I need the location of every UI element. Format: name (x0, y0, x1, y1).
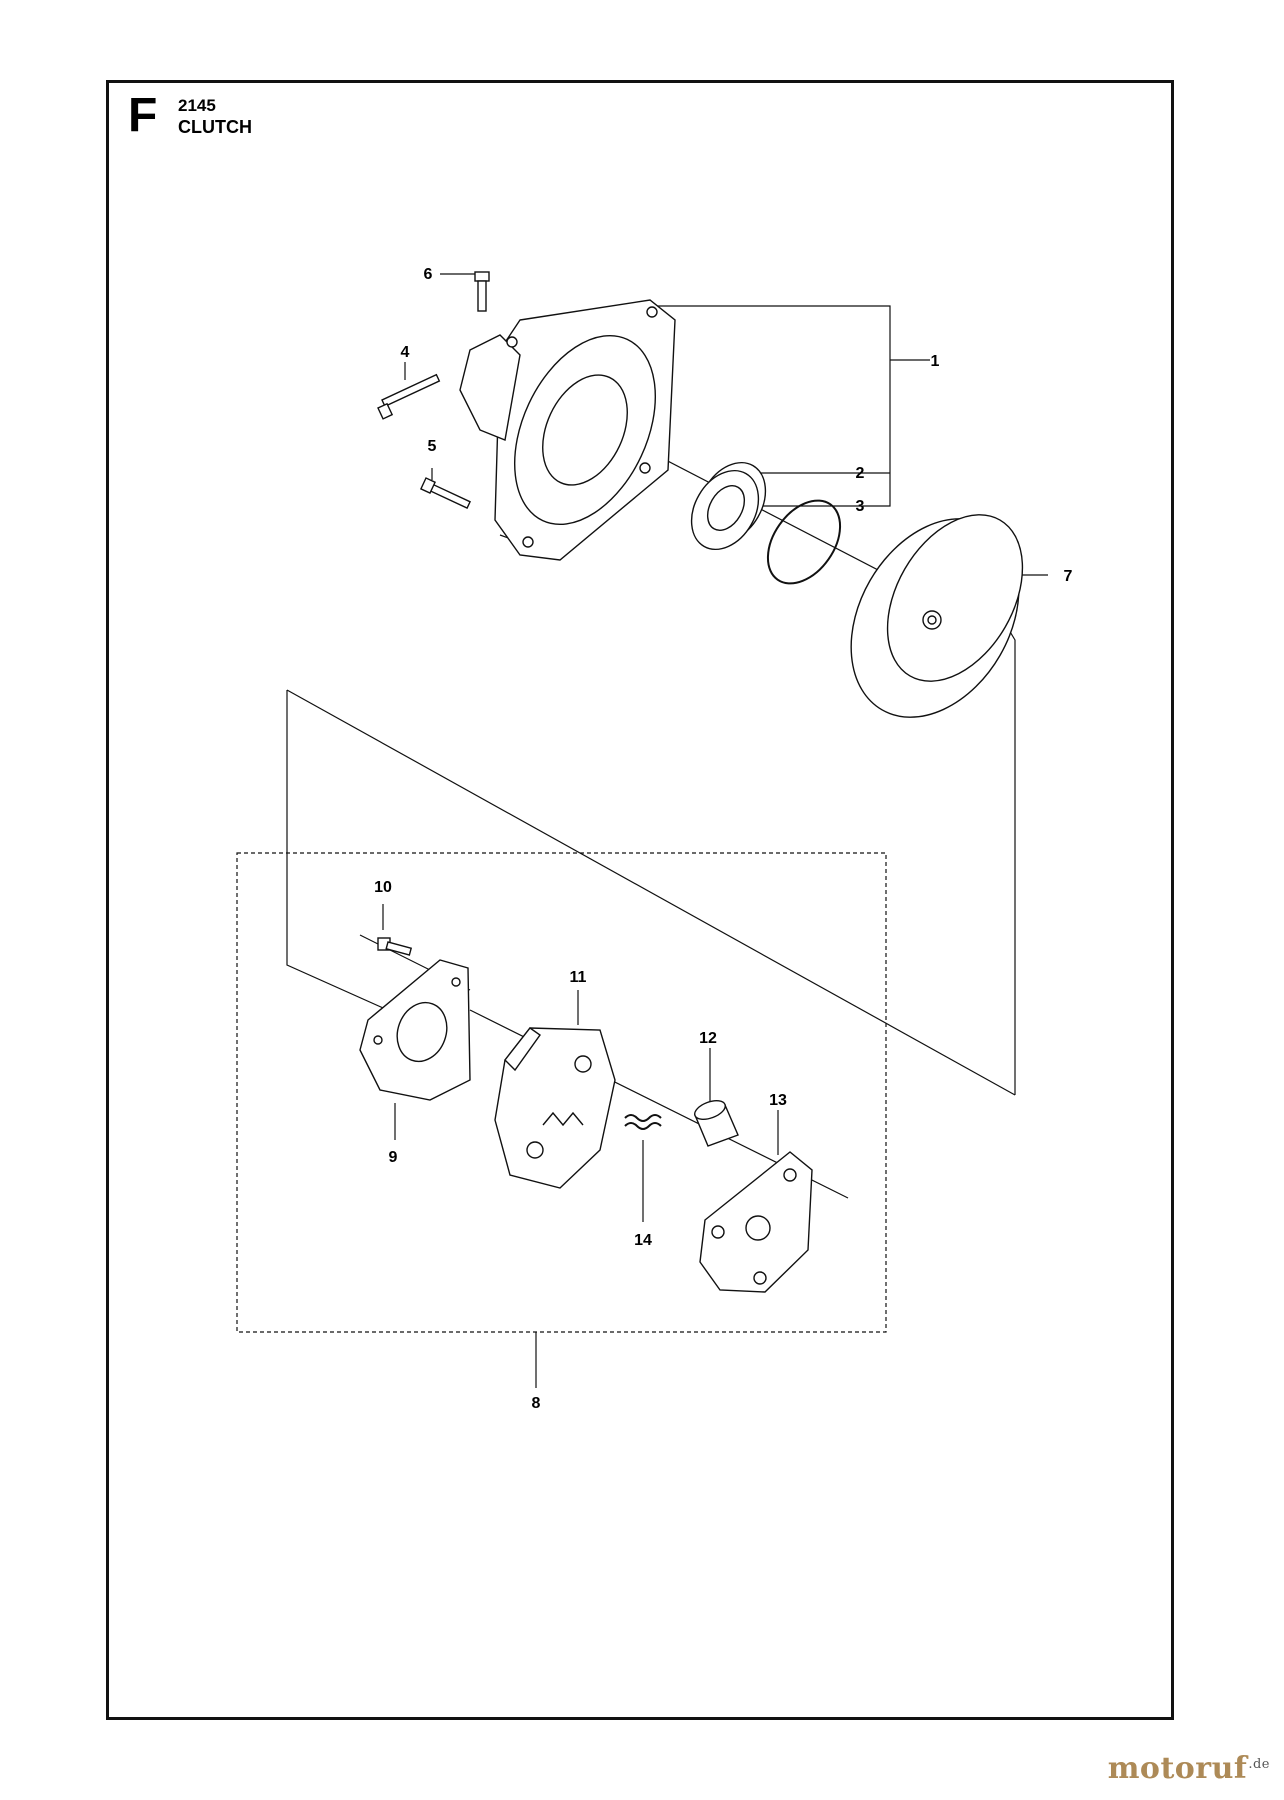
bearing-part (690, 461, 767, 551)
part-label-6: 6 (424, 266, 433, 283)
diagram-title: CLUTCH (178, 117, 252, 137)
part-label-8: 8 (532, 1395, 541, 1412)
clutch-shoe-part (494, 1027, 616, 1189)
part-label-3: 3 (856, 498, 865, 515)
bolt-part-10 (377, 937, 413, 956)
screw-part-5 (419, 477, 471, 510)
part-label-5: 5 (428, 438, 437, 455)
model-number: 2145 (178, 96, 216, 115)
clutch-assembly-group-box (236, 852, 887, 1333)
part-label-7: 7 (1064, 568, 1073, 585)
clutch-plate-part (359, 959, 471, 1101)
part-label-11: 11 (570, 969, 587, 986)
part-label-10: 10 (374, 879, 392, 896)
clutch-drum-part (850, 514, 1024, 718)
screw-part-6 (474, 271, 490, 312)
screw-part-4 (377, 373, 441, 420)
part-label-14: 14 (634, 1232, 652, 1249)
part-label-9: 9 (389, 1149, 398, 1166)
part-label-13: 13 (769, 1092, 787, 1109)
section-letter: F (128, 89, 158, 142)
bushing-part (694, 1100, 739, 1147)
diagram-frame (106, 80, 1174, 1720)
spring-part (624, 1114, 662, 1130)
retaining-ring-part (766, 499, 842, 585)
part-label-2: 2 (856, 465, 865, 482)
part-labels: 1 2 3 4 5 6 7 8 9 10 11 12 13 14 (374, 266, 1072, 1412)
clutch-back-plate-part (699, 1151, 813, 1293)
part-label-12: 12 (699, 1030, 717, 1047)
watermark-logo: motoruf.de (1107, 1751, 1270, 1786)
part-label-4: 4 (401, 344, 410, 361)
clutch-housing-part (459, 299, 676, 561)
part-label-1: 1 (931, 353, 940, 370)
